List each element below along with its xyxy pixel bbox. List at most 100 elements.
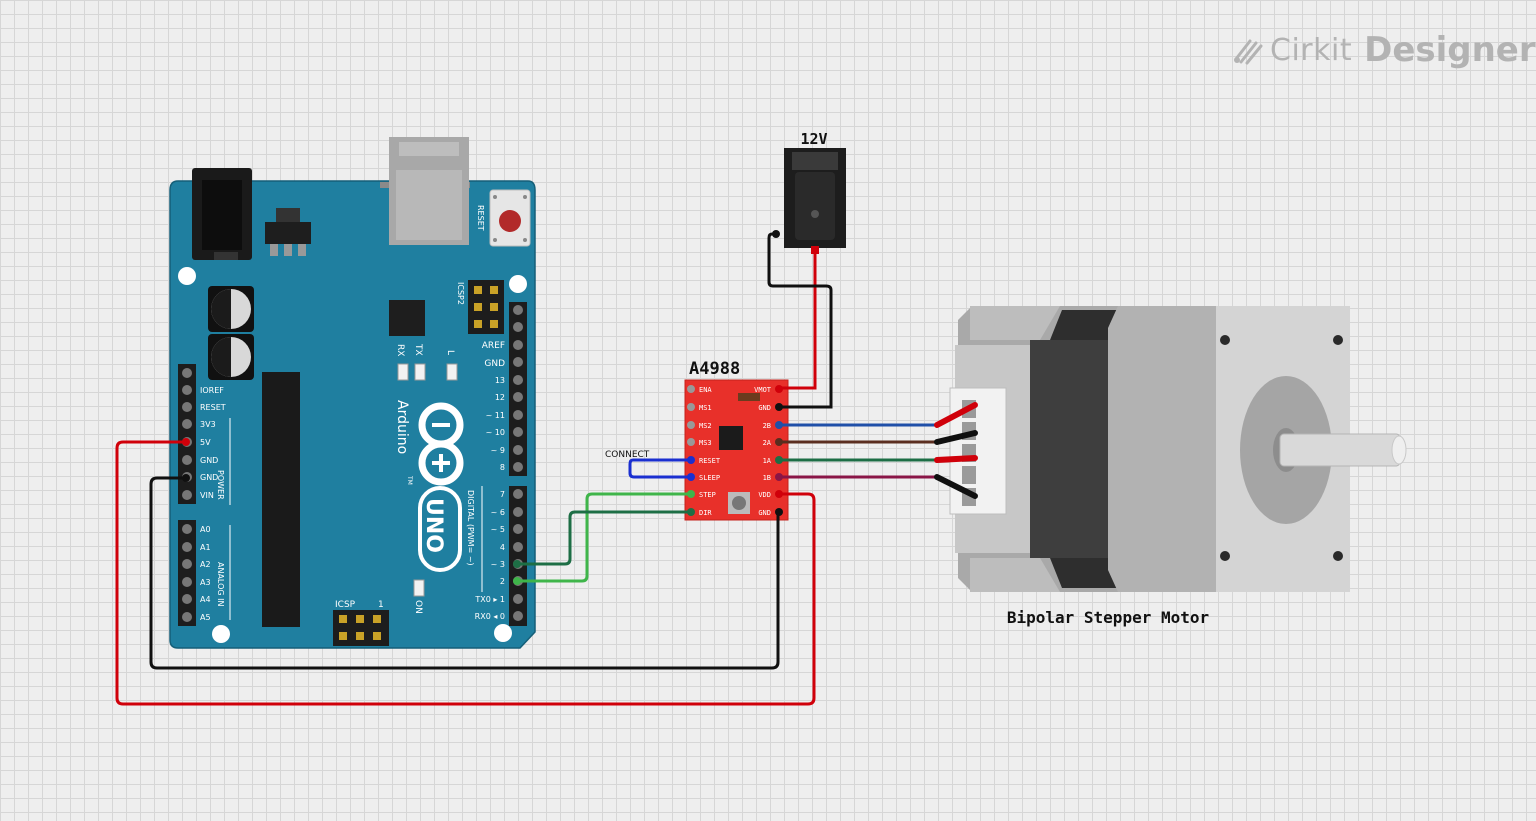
- header-pin[interactable]: [182, 368, 192, 378]
- tx-led-label: TX: [413, 343, 423, 356]
- rx-led-label: RX: [395, 344, 405, 356]
- motor-mount-hole: [1220, 551, 1230, 561]
- header-pin[interactable]: [513, 322, 523, 332]
- header-pin[interactable]: [182, 385, 192, 395]
- driver-pin-label: VDD: [758, 491, 771, 499]
- driver-pin-label: MS1: [699, 404, 712, 412]
- wire-dir[interactable]: [517, 510, 691, 566]
- driver-pin-label: 2B: [763, 422, 771, 430]
- header-pin[interactable]: [513, 375, 523, 385]
- analog-pin-label: A1: [200, 543, 211, 552]
- on-led: [413, 579, 425, 597]
- header-pin[interactable]: [182, 594, 192, 604]
- driver-pin-right[interactable]: [775, 438, 783, 446]
- header-pin[interactable]: [513, 611, 523, 621]
- reset-button-label: RESET: [476, 205, 485, 231]
- driver-pin-left[interactable]: [687, 385, 695, 393]
- header-pin[interactable]: [513, 340, 523, 350]
- uno-badge: [418, 486, 462, 572]
- driver-pin-right[interactable]: [775, 421, 783, 429]
- header-pin[interactable]: [513, 357, 523, 367]
- header-pin[interactable]: [513, 305, 523, 315]
- rx-led: [397, 363, 409, 381]
- driver-pin-label: GND: [758, 509, 771, 517]
- wire-step[interactable]: [517, 492, 691, 583]
- header-pin[interactable]: [182, 577, 192, 587]
- header-pin[interactable]: [513, 462, 523, 472]
- header-pin[interactable]: [513, 489, 523, 499]
- a4988-driver[interactable]: ENAMS1MS2MS3RESETSLEEPSTEPDIRVMOTGND2B2A…: [684, 379, 789, 521]
- header-pin[interactable]: [182, 542, 192, 552]
- header-pin[interactable]: [182, 559, 192, 569]
- stepper-motor[interactable]: [949, 306, 1407, 592]
- driver-pin-label: STEP: [699, 491, 716, 499]
- connect-label: CONNECT: [605, 450, 650, 460]
- wire-12v-vmot[interactable]: [782, 254, 817, 390]
- driver-pin-right[interactable]: [775, 403, 783, 411]
- digital-pin-label: ~ 9: [491, 446, 505, 455]
- header-pin[interactable]: [513, 507, 523, 517]
- driver-pin-right[interactable]: [775, 473, 783, 481]
- arduino-uno-board[interactable]: RESET ICSP2: [169, 137, 536, 649]
- usb-connector: [380, 137, 470, 245]
- driver-pin-left[interactable]: [687, 438, 695, 446]
- atmega-chip: [262, 372, 300, 627]
- analog-pin-label: A0: [200, 525, 211, 534]
- digital-header-bottom: [509, 486, 527, 626]
- driver-pin-label: DIR: [699, 509, 712, 517]
- aref-pin-label: AREF: [482, 341, 505, 351]
- header-pin[interactable]: [182, 612, 192, 622]
- wire-gnd[interactable]: [149, 476, 780, 670]
- digital-pin-label: ~ 10: [486, 428, 505, 437]
- header-pin[interactable]: [513, 445, 523, 455]
- header-pin[interactable]: [513, 410, 523, 420]
- digital-pin-label: ~ 5: [491, 525, 505, 534]
- motor-mount-hole: [1220, 335, 1230, 345]
- dc-power-jack[interactable]: [772, 148, 846, 254]
- driver-pin-right[interactable]: [775, 456, 783, 464]
- icsp-pin1-label: 1: [378, 600, 384, 610]
- driver-pin-right[interactable]: [775, 385, 783, 393]
- driver-title: A4988: [689, 359, 740, 379]
- wire-jack-gnd[interactable]: [767, 232, 833, 409]
- header-pin[interactable]: [182, 419, 192, 429]
- wire-vdd-5v[interactable]: [115, 440, 816, 706]
- wire-reset-sleep[interactable]: [628, 458, 691, 479]
- header-pin[interactable]: [182, 524, 192, 534]
- arduino-brand-text: Arduino: [394, 400, 410, 454]
- power-pin-label: 3V3: [200, 420, 216, 429]
- gnd-pin-label: GND: [484, 359, 505, 369]
- brand-name-designer: Designer: [1364, 30, 1536, 70]
- header-pin[interactable]: [513, 392, 523, 402]
- capacitor: [208, 286, 254, 332]
- l-led-label: L: [445, 350, 455, 355]
- header-pin[interactable]: [513, 542, 523, 552]
- driver-pin-right[interactable]: [775, 490, 783, 498]
- driver-pin-label: SLEEP: [699, 474, 720, 482]
- header-pin[interactable]: [513, 594, 523, 604]
- driver-trim-potentiometer[interactable]: [728, 492, 750, 514]
- reset-button[interactable]: [489, 189, 531, 247]
- digital-pin-label: 8: [500, 463, 505, 472]
- header-pin[interactable]: [182, 402, 192, 412]
- power-pin-label: IOREF: [200, 386, 224, 395]
- power-pin-label: 5V: [200, 438, 211, 447]
- mounting-hole: [212, 625, 230, 643]
- header-pin[interactable]: [513, 524, 523, 534]
- header-pin[interactable]: [182, 455, 192, 465]
- wires[interactable]: [115, 232, 978, 706]
- power-pin-label: GND: [200, 473, 218, 482]
- digital-pin-label: RX0 ◂ 0: [475, 612, 505, 621]
- driver-pin-label: 1B: [763, 474, 771, 482]
- digital-pin-label: 2: [500, 577, 505, 586]
- header-pin[interactable]: [182, 490, 192, 500]
- motor-mount-hole: [1333, 551, 1343, 561]
- driver-pin-left[interactable]: [687, 421, 695, 429]
- uno-text: UNO: [421, 498, 446, 553]
- power-pin-label: GND: [200, 456, 218, 465]
- driver-pin-left[interactable]: [687, 403, 695, 411]
- header-pin[interactable]: [513, 427, 523, 437]
- power-pin-label: RESET: [200, 403, 226, 412]
- driver-pin-label: MS2: [699, 422, 712, 430]
